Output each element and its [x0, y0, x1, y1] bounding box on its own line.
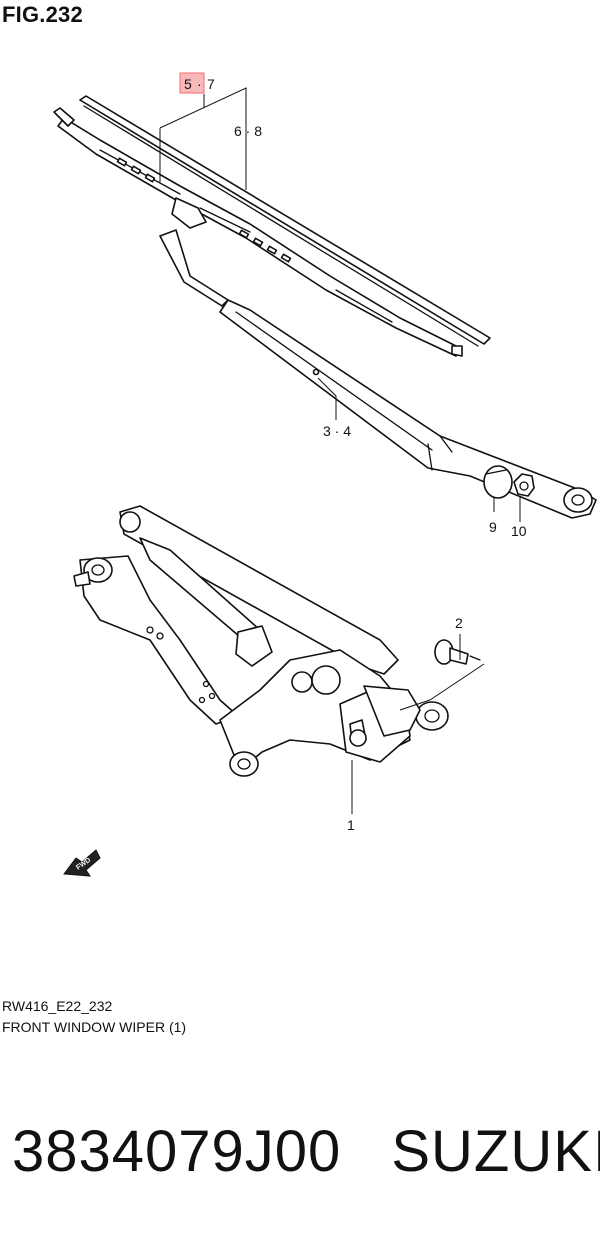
- crank-nut: [291, 671, 313, 693]
- blade-clip: [171, 197, 207, 229]
- mounting-bolt: [434, 639, 481, 665]
- callout-5-highlight: [179, 72, 205, 94]
- blade-end-cap-left: [53, 107, 75, 127]
- part-number-footer: 3834079J00 SUZUKI: [12, 1118, 600, 1185]
- wiper-linkage-assembly: [73, 505, 449, 777]
- model-code: RW416_E22_232: [2, 998, 113, 1014]
- wiper-blade: [53, 95, 491, 357]
- blade-end-cap-right: [451, 345, 463, 357]
- leader-lines: [159, 87, 521, 814]
- bracket-holes: [146, 626, 216, 704]
- arm-cap: [483, 465, 513, 499]
- fwd-arrow-icon: FWD: [63, 849, 101, 877]
- mount-grommet-right: [349, 729, 367, 747]
- arm-body: [219, 299, 597, 519]
- callout-9: 9: [489, 519, 497, 535]
- arm-pivot-hole: [571, 494, 585, 506]
- motor-crank: [235, 625, 273, 667]
- arm-hole: [312, 368, 320, 376]
- pivot-right: [415, 701, 449, 731]
- figure-title: FIG.232: [2, 2, 83, 27]
- pivot-left-shaft: [73, 571, 91, 587]
- callout-dot: ·: [197, 76, 202, 92]
- arm-rod: [159, 229, 229, 307]
- callout-6-8: 6 · 8: [234, 123, 262, 139]
- callout-3-4: 3 · 4: [323, 423, 351, 439]
- wiper-exploded-diagram: 5 · 7 6 · 8 3 · 4 9 10 2 1 FWD: [53, 72, 597, 877]
- wiper-arm: [159, 229, 597, 519]
- pivot-left: [83, 557, 113, 583]
- right-bracket: [363, 685, 421, 737]
- callout-2: 2: [455, 615, 463, 631]
- linkage-end-ball: [119, 511, 141, 533]
- brand-name: SUZUKI: [391, 1119, 600, 1184]
- figure-caption: FRONT WINDOW WIPER (1): [2, 1019, 187, 1035]
- arm-pivot-end: [563, 487, 593, 513]
- callout-7: 7: [207, 76, 215, 92]
- blade-frame: [57, 117, 461, 357]
- arm-nut: [513, 473, 535, 497]
- callout-1: 1: [347, 817, 355, 833]
- callout-5: 5: [184, 76, 192, 92]
- blade-rubber-strip: [79, 95, 491, 345]
- mount-grommet-left: [229, 751, 259, 777]
- motor-hub: [311, 665, 341, 695]
- arm-body-ridge: [235, 311, 453, 471]
- blade-slots: [116, 157, 292, 263]
- blade-rubber-edge: [83, 105, 479, 347]
- part-number: 3834079J00: [12, 1119, 342, 1184]
- callout-10: 10: [511, 523, 527, 539]
